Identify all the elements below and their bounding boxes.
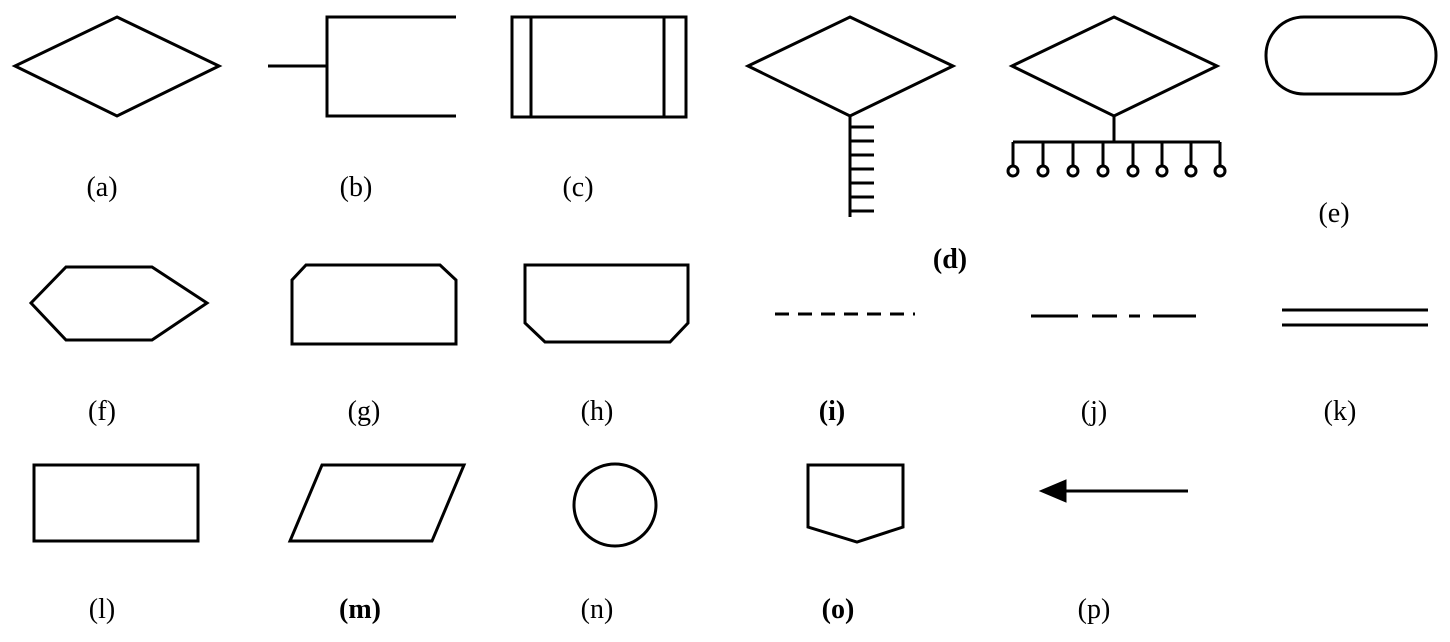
symbol-g-clipped-top-rectangle: [290, 263, 458, 346]
label-d: (d): [933, 244, 967, 275]
label-i: (i): [819, 396, 845, 427]
label-l: (l): [89, 594, 115, 625]
label-a: (a): [86, 172, 117, 203]
label-k: (k): [1324, 396, 1357, 427]
symbol-m-data: [287, 463, 467, 543]
symbol-p-flow-arrow: [1038, 479, 1188, 503]
arrowhead-icon: [1038, 479, 1067, 503]
symbol-o-off-page-connector: [806, 463, 905, 544]
symbol-b-annotation-bracket: [268, 15, 456, 118]
symbol-k-double-line: [1282, 308, 1428, 327]
label-f: (f): [88, 396, 116, 427]
label-m: (m): [339, 594, 381, 625]
symbol-e-terminator: [1264, 15, 1438, 96]
symbol-f-preparation: [28, 265, 210, 342]
symbol-h-clipped-bottom-rectangle: [523, 263, 690, 344]
symbol-d-decision-with-branches: [744, 15, 957, 217]
label-n: (n): [581, 594, 614, 625]
label-h: (h): [581, 396, 614, 427]
label-j: (j): [1081, 396, 1107, 427]
label-p: (p): [1078, 594, 1111, 625]
label-o: (o): [822, 594, 855, 625]
label-e: (e): [1318, 198, 1349, 229]
symbol-a-diamond: [11, 15, 223, 118]
label-c: (c): [562, 172, 593, 203]
symbol-c-predefined-process: [510, 15, 688, 119]
symbol-l-process: [32, 463, 200, 543]
symbol-n-connector: [572, 462, 658, 548]
symbol-d-multiway-decision: [1006, 15, 1227, 178]
label-g: (g): [348, 396, 381, 427]
label-b: (b): [340, 172, 373, 203]
